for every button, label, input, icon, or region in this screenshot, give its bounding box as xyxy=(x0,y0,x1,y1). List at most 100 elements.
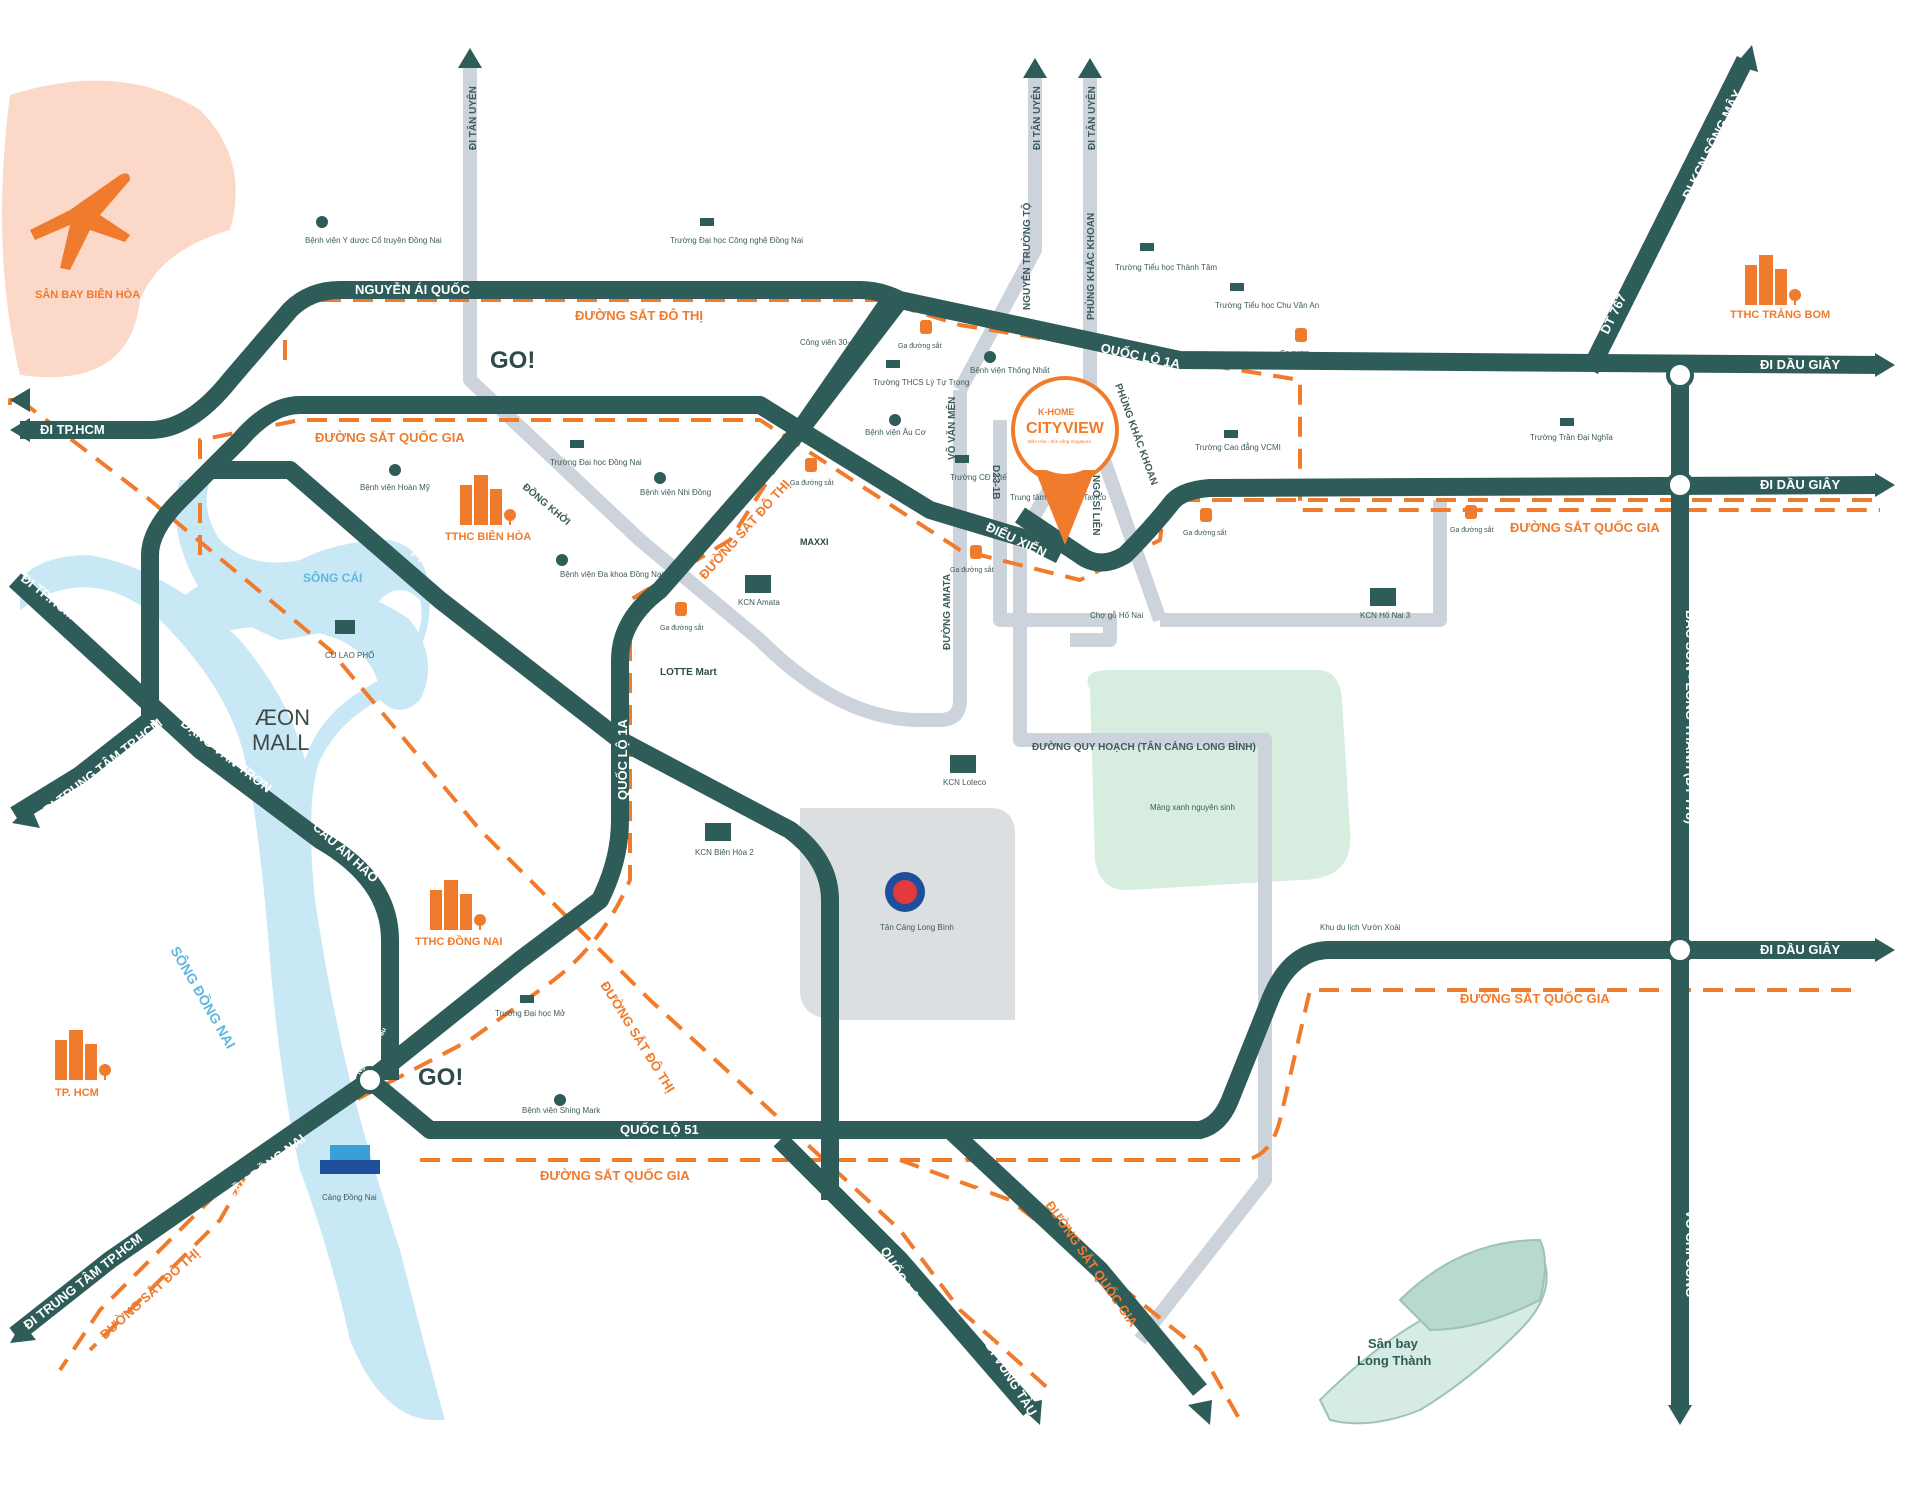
label-tthc-dong-nai: TTHC ĐỒNG NAI xyxy=(415,935,502,948)
label-bv-au-co: Bệnh viện Âu Cơ xyxy=(865,428,927,437)
label-tp-hcm: TP. HCM xyxy=(55,1087,99,1099)
label-kcn-loteco: KCN Loteco xyxy=(943,778,987,787)
label-cau-an-hao: CẦU AN HẢO xyxy=(310,819,381,885)
label-di-tphcm-1: ĐI TP.HCM xyxy=(40,422,105,437)
direction-arrows xyxy=(10,45,1895,1425)
label-ga-1: Ga đường sắt xyxy=(898,341,942,350)
project-name-b: VIEW xyxy=(1063,420,1105,437)
road-nguyen-ai-quoc xyxy=(20,281,1881,439)
label-duong-quy-hoach: ĐƯỜNG QUY HOẠCH (TÂN CẢNG LONG BÌNH) xyxy=(1032,740,1256,753)
label-song-dong-nai: SÔNG ĐỒNG NAI xyxy=(167,943,239,1051)
train-icons xyxy=(675,320,1477,616)
lotte-mart-logo: LOTTE Mart xyxy=(660,667,717,678)
label-di-tan-uyen-2: ĐI TÂN UYÊN xyxy=(1030,86,1043,150)
label-vo-chi-cong: VÕ CHÍ CÔNG xyxy=(1683,1210,1698,1297)
road-dang-van-tron xyxy=(8,573,399,1080)
label-kcn-ho-nai-3: KCN Hố Nai 3 xyxy=(1360,611,1411,620)
label-aeon-mall: MALL xyxy=(252,730,309,755)
label-kcn-amata: KCN Amata xyxy=(738,598,780,607)
project-pin xyxy=(1011,376,1119,545)
label-ngo-si-lien: NGÔ SĨ LIÊN xyxy=(1090,475,1103,536)
grey-road-d23 xyxy=(993,420,1117,647)
label-cho-go: Chợ gỗ Hố Nai xyxy=(1090,611,1143,620)
airplane-icon xyxy=(30,173,130,270)
label-ga-2: Ga đường sắt xyxy=(790,478,834,487)
road-cao-toc xyxy=(943,1123,1207,1396)
label-di-dau-giay-1: ĐI DẦU GIÂY xyxy=(1760,357,1841,372)
road-quoc-lo-51 xyxy=(364,941,1880,1139)
label-tan-cang: Tân Cảng Long Bình xyxy=(880,923,954,932)
building-icon-bien-hoa xyxy=(460,475,516,525)
label-bv-yduoc: Bệnh viện Y dược Cổ truyền Đồng Nai xyxy=(305,236,442,245)
label-ga-3: Ga đường sắt xyxy=(660,623,704,632)
label-ga-5: Ga đường sắt xyxy=(1183,528,1227,537)
label-di-kcn-song-may: ĐI KCN SÔNG MÂY xyxy=(1679,87,1745,201)
label-aeon: ÆON xyxy=(255,705,310,730)
label-san-bay-long-thanh-1: Sân bay xyxy=(1368,1336,1419,1351)
palm-tree-icon xyxy=(335,620,355,634)
label-quoc-lo-1a-mid: QUỐC LỘ 1A xyxy=(615,718,630,800)
rail-urban-diag xyxy=(58,428,802,1372)
road-quoc-lo-1a-upper xyxy=(1015,476,1881,572)
grey-road-east xyxy=(1160,500,1447,627)
road-left-sw xyxy=(10,712,156,823)
label-tran-dai-nghia: Trường Trần Đại Nghĩa xyxy=(1530,433,1613,442)
label-di-dau-giay-2: ĐI DẦU GIÂY xyxy=(1760,477,1841,492)
label-bac-son-long-thanh: BẮC SƠN - LONG THÀNH (DT 778) xyxy=(1683,610,1698,824)
label-tthc-bien-hoa: TTHC BIÊN HÒA xyxy=(445,530,531,543)
road-dt767 xyxy=(1581,55,1754,375)
label-bv-nhi: Bệnh viện Nhi Đồng xyxy=(640,488,711,497)
road-ql51-diag xyxy=(773,1133,1037,1416)
label-song-cai: SÔNG CÁI xyxy=(303,570,362,585)
label-quoc-lo-51: QUỐC LỘ 51 xyxy=(620,1122,699,1137)
label-duong-amata: ĐƯỜNG AMATA xyxy=(940,574,953,650)
intersection-nodes xyxy=(356,361,1694,1094)
port-area xyxy=(800,808,1015,1020)
label-d23-1b: D23-1B xyxy=(990,465,1001,499)
label-vo-van-man: VÕ VĂN MÊN xyxy=(945,397,958,460)
label-thcs-ly-tu-trong: Trường THCS Lý Tự Trọng xyxy=(873,378,969,387)
dong-nai-river xyxy=(20,480,445,1420)
rail-national-bottom xyxy=(420,988,1860,1162)
label-phung-khac-khoan-a: PHÙNG KHẮC KHOAN xyxy=(1084,213,1097,320)
label-rail-national-right: ĐƯỜNG SẮT QUỐC GIA xyxy=(1510,520,1660,535)
label-cd-vcmi: Trường Cao đẳng VCMI xyxy=(1195,443,1281,452)
label-bv-thong-nhat: Bệnh viện Thống Nhất xyxy=(970,366,1050,375)
label-rail-national-mid: ĐƯỜNG SẮT QUỐC GIA xyxy=(1460,991,1610,1006)
label-ga-4: Ga đường sắt xyxy=(950,565,994,574)
go-logo-1: GO! xyxy=(490,347,535,374)
label-kcn-bien-hoa-2: KCN Biên Hòa 2 xyxy=(695,848,754,857)
road-pham-van-thuan xyxy=(210,461,839,1200)
road-main-loop xyxy=(141,396,1065,720)
project-tagline: Biên Hòa - thời sống Singapore xyxy=(1028,439,1091,444)
rail-urban-top xyxy=(283,298,1880,512)
label-dh-cong-nghe: Trường Đại học Công nghệ Đồng Nai xyxy=(670,236,803,245)
maxxi-logo: MAXXI xyxy=(800,537,829,547)
road-sw-to-hcm xyxy=(9,1072,376,1343)
rail-national-diag-1 xyxy=(18,398,1052,1392)
label-rail-national-left: ĐƯỜNG SẮT QUỐC GIA xyxy=(315,430,465,445)
label-bv-hoan-my: Bệnh viện Hoàn Mỹ xyxy=(360,483,430,492)
label-bv-da-khoa: Bệnh viện Đa khoa Đồng Nai xyxy=(560,570,663,579)
label-ga-6: Ga đường sắt xyxy=(1450,525,1494,534)
project-brand: K-HOME xyxy=(1038,407,1075,417)
label-cu-lao-pho: CÙ LAO PHỐ xyxy=(325,650,374,660)
hospital-icons xyxy=(316,216,996,1106)
label-ga-metro: Ga metro xyxy=(1280,350,1309,357)
label-san-bay-bien-hoa: SÂN BAY BIÊN HÒA xyxy=(35,288,140,301)
label-cang-dong-nai: Cảng Đồng Nai xyxy=(322,1193,377,1202)
grey-road-tan-uyen-1 xyxy=(463,60,967,727)
rail-urban-bl xyxy=(88,1149,262,1352)
project-name-a: CITY xyxy=(1026,420,1063,437)
building-icon-dong-nai xyxy=(430,880,486,930)
label-dh-mo: Trường Đại học Mở xyxy=(495,1009,566,1018)
label-rail-urban-mid: ĐƯỜNG SẮT ĐÔ THỊ xyxy=(597,979,678,1096)
port-emblem-icon xyxy=(885,872,925,912)
song-cai-river xyxy=(180,573,428,710)
label-nguyen-truong-to: NGUYỄN TRƯỜNG TỘ xyxy=(1020,202,1033,310)
label-di-tan-uyen-3: ĐI TÂN UYÊN xyxy=(1085,86,1098,150)
grey-road-tan-uyen-2 xyxy=(953,70,1042,394)
label-di-tan-uyen-1: ĐI TÂN UYÊN xyxy=(466,86,479,150)
label-bv-shing-mark: Bệnh viện Shing Mark xyxy=(522,1106,601,1115)
